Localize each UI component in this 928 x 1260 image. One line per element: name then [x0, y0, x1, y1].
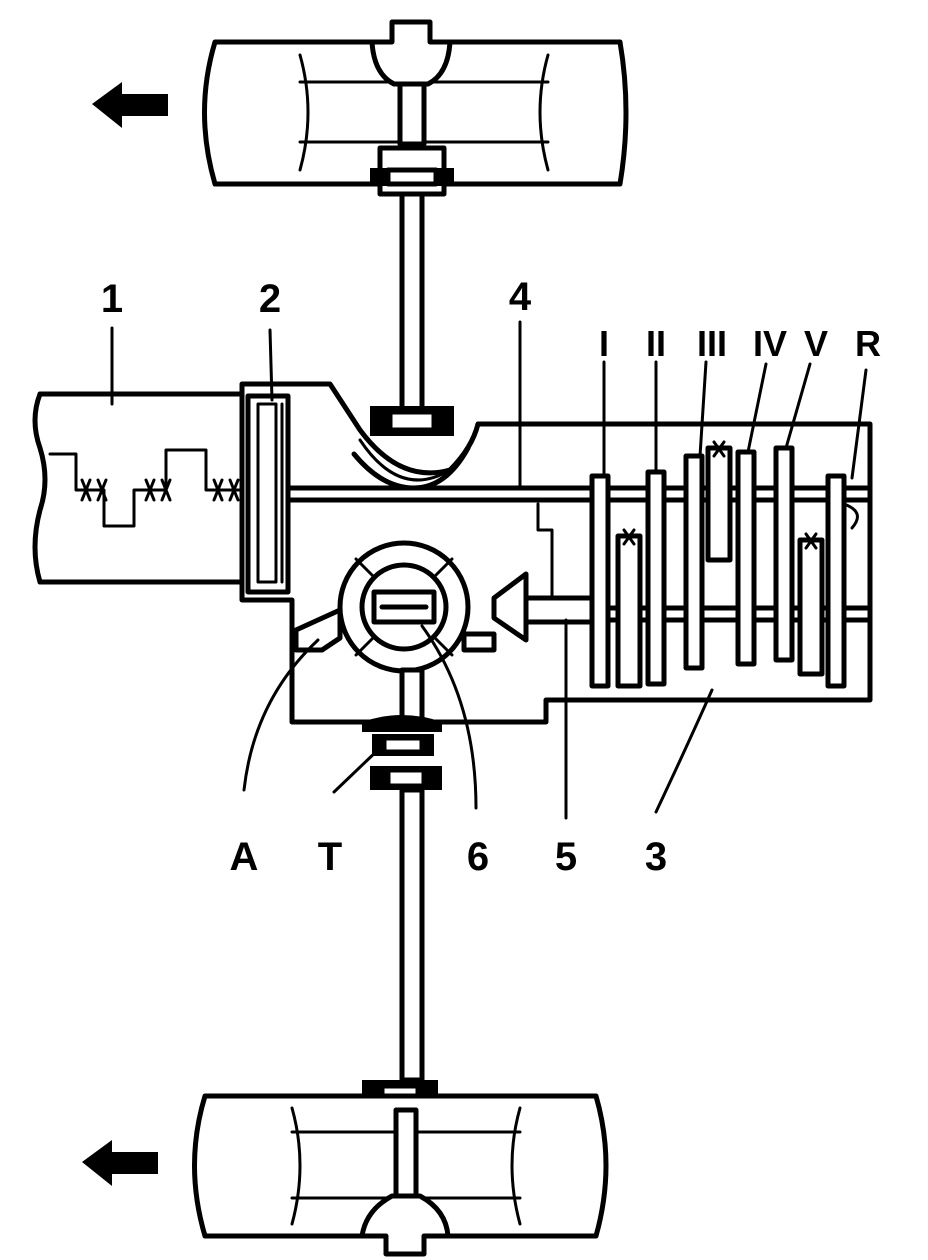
engine-block [32, 391, 245, 585]
arrow-left-icon-top [92, 82, 168, 128]
label-clutch: 2 [259, 277, 281, 321]
gear-set [589, 440, 859, 689]
upper-casing-curve [358, 438, 452, 482]
upper-driveshaft [370, 81, 454, 436]
label-gear-fifth: V [804, 323, 828, 364]
arrow-left-icon-bottom [82, 1140, 158, 1186]
label-input-shaft: 4 [509, 275, 532, 319]
label-gear-second: II [646, 323, 666, 364]
label-gear-third: III [697, 323, 727, 364]
label-gear-fourth: IV [753, 323, 787, 364]
leader-lines [110, 320, 868, 820]
input-shaft [285, 485, 871, 503]
label-gear-reverse: R [855, 323, 881, 364]
rear-wheel-bottom [192, 1093, 609, 1257]
label-output-shaft: 5 [555, 835, 577, 879]
label-gearbox: 3 [645, 835, 667, 879]
label-t: T [318, 835, 342, 879]
differential [293, 540, 529, 674]
label-gear-first: I [599, 323, 609, 364]
lower-driveshaft [362, 667, 442, 1110]
label-engine: 1 [101, 277, 123, 321]
labels: 1 2 4 I II III IV V R A T 6 5 3 [101, 275, 881, 879]
label-a: A [230, 835, 259, 879]
label-differential: 6 [467, 835, 489, 879]
